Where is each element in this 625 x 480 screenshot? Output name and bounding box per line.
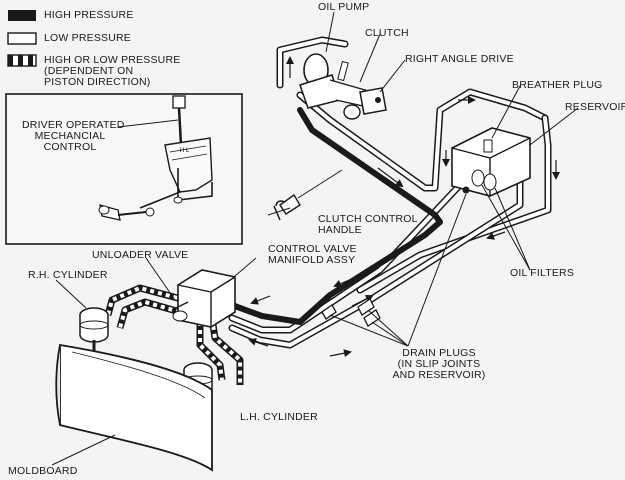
cylinder-lines	[104, 284, 244, 385]
oil-pump-label: OIL PUMP	[318, 1, 370, 13]
inset-label-1: DRIVER OPERATED	[22, 119, 125, 131]
drain-plugs-label-3: AND RESERVOIR)	[392, 369, 486, 381]
oil-filters-label: OIL FILTERS	[510, 267, 575, 279]
right-angle-drive-label: RIGHT ANGLE DRIVE	[405, 53, 514, 65]
control-valve-manifold	[171, 269, 236, 328]
inset-label-3: CONTROL	[43, 141, 97, 153]
legend-low-pressure-swatch	[7, 32, 37, 45]
low-pressure-lines	[228, 36, 552, 349]
lh-cylinder-label: L.H. CYLINDER	[240, 411, 318, 423]
high-pressure-line	[229, 107, 443, 325]
control-valve-label-2: MANIFOLD ASSY	[268, 254, 356, 266]
legend-low-pressure-label: LOW PRESSURE	[44, 32, 131, 44]
oil-filter-2	[483, 173, 497, 191]
right-angle-drive	[359, 87, 387, 115]
clutch-control-handle-label-1: CLUTCH CONTROL	[318, 213, 418, 225]
svg-text:H L: H L	[180, 148, 190, 154]
clutch-control-handle-label-2: HANDLE	[318, 224, 362, 236]
legend-swatches	[7, 10, 37, 67]
reservoir-label: RESERVOIR	[565, 101, 625, 113]
legend-high-or-low-label-1: HIGH OR LOW PRESSURE	[44, 54, 181, 66]
legend-high-pressure-swatch	[8, 10, 36, 21]
legend-high-or-low-swatch	[7, 54, 37, 67]
slip-joints	[321, 298, 381, 327]
moldboard	[55, 343, 213, 472]
control-inset: H L	[5, 93, 243, 245]
oil-pump-assembly	[299, 53, 387, 120]
legend-high-or-low-label-3: PISTON DIRECTION)	[44, 76, 151, 88]
legend-high-or-low-label-2: (DEPENDENT ON	[44, 65, 134, 77]
lever-knob	[172, 95, 186, 109]
leader-lines	[51, 11, 579, 466]
breather-plug	[483, 139, 493, 153]
moldboard-label: MOLDBOARD	[8, 465, 78, 477]
rh-cylinder-label: R.H. CYLINDER	[28, 269, 108, 281]
clutch-label: CLUTCH	[365, 27, 409, 39]
reservoir	[451, 127, 531, 197]
reservoir-drain	[462, 186, 470, 194]
inset-label-2: MECHANCIAL	[34, 130, 106, 142]
unloader-valve-label: UNLOADER VALVE	[92, 249, 189, 261]
drain-plugs-label-1: DRAIN PLUGS	[402, 347, 476, 359]
flow-arrows	[248, 56, 560, 358]
legend-high-pressure-label: HIGH PRESSURE	[44, 9, 134, 21]
breather-plug-label: BREATHER PLUG	[512, 79, 603, 91]
oil-filter-1	[471, 169, 485, 187]
unloader-valve	[172, 310, 188, 322]
drain-plugs-label-2: (IN SLIP JOINTS	[397, 358, 481, 370]
control-valve-label-1: CONTROL VALVE	[268, 243, 357, 255]
rh-cylinder	[79, 307, 109, 355]
